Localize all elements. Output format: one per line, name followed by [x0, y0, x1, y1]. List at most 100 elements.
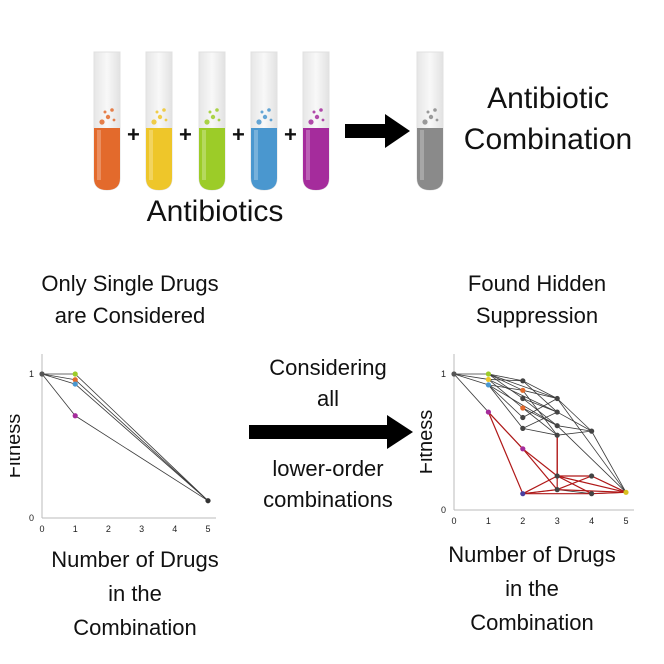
combination-label-line2: Combination	[463, 123, 633, 156]
data-point	[589, 473, 595, 479]
right-xlabel-line2: in the	[505, 576, 559, 601]
data-point	[554, 487, 560, 493]
path-edge	[556, 398, 592, 432]
data-point	[72, 413, 78, 419]
data-point	[72, 381, 78, 387]
middle-text: Considering all	[248, 352, 408, 414]
data-point	[520, 395, 526, 402]
path-edge	[522, 380, 558, 399]
suppression-edge	[557, 489, 627, 493]
data-point	[554, 409, 560, 415]
path-edge	[41, 373, 76, 417]
left-xlabel-line3: Combination	[73, 615, 197, 640]
tubes-illustration	[93, 51, 444, 191]
path-edge	[488, 373, 524, 399]
y-axis-label: Fitness	[10, 414, 25, 478]
plus-sign: +	[284, 122, 297, 147]
x-tick-label: 2	[106, 524, 111, 534]
antibiotic-tube	[198, 51, 226, 191]
antibiotic-tube	[93, 51, 121, 191]
data-point	[39, 371, 45, 377]
suppression-edge	[522, 448, 558, 477]
data-point	[589, 491, 595, 497]
path-edge	[522, 411, 558, 429]
y-tick-label: 0	[29, 513, 34, 523]
left-title-line2: are Considered	[54, 302, 206, 328]
combination-label: Antibiotic Combination	[438, 78, 658, 160]
data-point	[554, 395, 560, 402]
path-edge	[522, 398, 558, 418]
data-point	[485, 371, 491, 377]
antibiotic-tube	[250, 51, 278, 191]
path-edge	[41, 373, 76, 385]
data-point	[589, 428, 595, 434]
data-point	[554, 432, 560, 438]
x-tick-label: 3	[555, 516, 560, 526]
suppression-edge	[487, 411, 524, 450]
x-tick-label: 5	[205, 524, 210, 534]
plus-sign: +	[232, 122, 245, 147]
y-tick-label: 1	[29, 369, 34, 379]
path-edge	[522, 407, 558, 427]
data-point	[520, 491, 526, 497]
path-edge	[488, 384, 524, 429]
path-edge	[74, 383, 209, 502]
data-point	[451, 371, 457, 377]
right-xlabel-line3: Combination	[470, 610, 594, 635]
left-panel-xlabel: Number of Drugs in the Combination	[0, 543, 270, 645]
data-point	[485, 409, 491, 415]
data-point	[554, 423, 560, 429]
x-tick-label: 1	[486, 516, 491, 526]
path-edge	[453, 373, 489, 380]
middle-text-lower: lower-order combinations	[248, 453, 408, 515]
data-point	[485, 382, 491, 388]
data-point	[520, 405, 526, 411]
y-tick-label: 1	[441, 369, 446, 379]
path-edge	[488, 384, 524, 418]
suppression-edge	[557, 475, 627, 493]
y-tick-label: 0	[441, 505, 446, 515]
path-edge	[74, 379, 209, 502]
path-edge	[488, 373, 523, 391]
data-point	[520, 425, 526, 431]
middle-text-line1: Considering	[269, 355, 387, 380]
middle-text-line3: lower-order	[272, 456, 384, 481]
path-edge	[556, 398, 627, 493]
data-point	[72, 377, 78, 383]
suppression-edge	[487, 411, 524, 494]
path-edge	[488, 379, 523, 382]
path-edge	[488, 379, 558, 413]
middle-text-line2: all	[316, 386, 339, 411]
right-panel-xlabel: Number of Drugs in the Combination	[405, 538, 659, 640]
data-point	[520, 414, 526, 421]
data-point	[520, 387, 526, 393]
data-point	[205, 498, 211, 504]
path-edge	[522, 380, 558, 413]
left-xlabel-line2: in the	[108, 581, 162, 606]
suppression-edge	[591, 491, 627, 495]
suppression-edge	[522, 448, 558, 490]
path-edge	[453, 373, 489, 413]
suppression-edge	[556, 475, 592, 491]
right-title-line2: Suppression	[475, 302, 599, 328]
data-point	[485, 376, 491, 383]
path-edge	[488, 373, 558, 399]
data-point	[72, 371, 78, 377]
path-edge	[522, 407, 558, 436]
path-edge	[522, 398, 558, 426]
path-edge	[488, 384, 558, 427]
path-edge	[41, 373, 76, 381]
plus-sign: +	[127, 122, 140, 147]
path-edge	[488, 379, 524, 409]
antibiotics-label: Antibiotics	[146, 195, 284, 228]
data-point	[623, 489, 629, 495]
middle-text-line4: combinations	[263, 487, 393, 512]
path-edge	[453, 373, 489, 386]
path-edge	[488, 384, 523, 391]
suppression-edge	[591, 475, 627, 493]
left-panel-title: Only Single Drugs are Considered	[0, 268, 260, 332]
data-point	[520, 378, 526, 384]
x-tick-label: 0	[39, 524, 44, 534]
